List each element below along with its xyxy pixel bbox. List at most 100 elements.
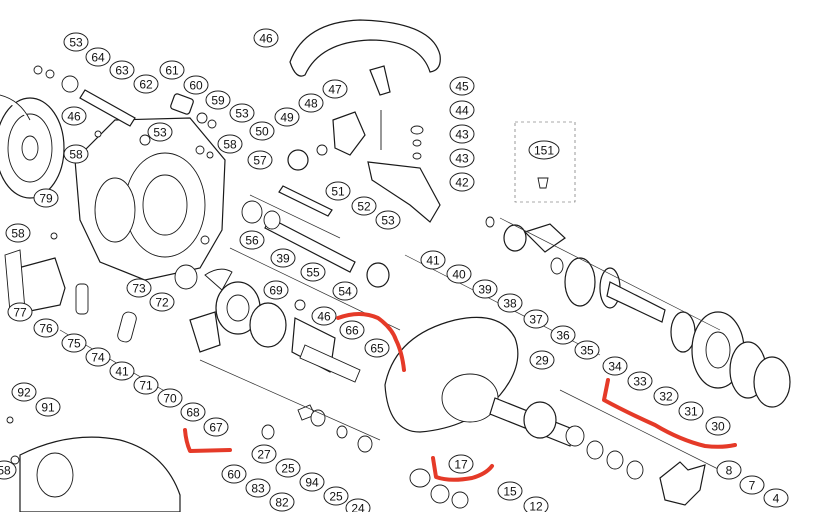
callout-bubble (253, 28, 279, 48)
callout-bubble (497, 293, 523, 313)
callout-53: 53 (229, 103, 255, 123)
callout-bubble (0, 460, 17, 480)
callout-65: 65 (364, 338, 390, 358)
callout-layer: 5364636261605953465358585779584649484750… (0, 28, 789, 512)
callout-7: 7 (739, 475, 765, 495)
callout-number: 58 (69, 148, 83, 162)
callout-46: 46 (61, 106, 87, 126)
left-cover-parts (4, 249, 137, 343)
callout-bubble (109, 361, 135, 381)
red-mark-bottom-center (431, 456, 494, 482)
callout-number: 17 (454, 458, 468, 472)
callout-bubble (763, 488, 789, 508)
callout-30: 30 (705, 416, 731, 436)
callout-bubble (497, 481, 523, 501)
callout-number: 29 (535, 354, 549, 368)
callout-bubble (351, 196, 377, 216)
callout-number: 39 (478, 283, 492, 297)
callout-46: 46 (311, 306, 337, 326)
callout-number: 27 (257, 448, 271, 462)
callout-number: 58 (223, 138, 237, 152)
callout-12: 12 (523, 496, 549, 512)
callout-bubble (85, 47, 111, 67)
callout-bubble (33, 318, 59, 338)
callout-92: 92 (11, 382, 37, 402)
callout-62: 62 (133, 74, 159, 94)
handle-star-drag (409, 461, 706, 509)
callout-number: 35 (580, 344, 594, 358)
callout-25: 25 (323, 486, 349, 506)
callout-number: 65 (370, 342, 384, 356)
callout-58: 58 (63, 144, 89, 164)
callout-number: 37 (529, 313, 543, 327)
callout-number: 53 (69, 36, 83, 50)
callout-number: 43 (455, 128, 469, 142)
callout-72: 72 (149, 292, 175, 312)
callout-number: 46 (259, 32, 273, 46)
callout-number: 53 (153, 126, 167, 140)
callout-bubble (229, 103, 255, 123)
callout-bubble (157, 388, 183, 408)
callout-number: 4 (773, 492, 780, 506)
callout-number: 51 (331, 185, 345, 199)
callout-58: 58 (0, 460, 17, 480)
callout-bubble (61, 106, 87, 126)
callout-number: 69 (269, 284, 283, 298)
callout-number: 25 (281, 462, 295, 476)
callout-bubble (221, 464, 247, 484)
callout-bubble (126, 278, 152, 298)
callout-number: 66 (345, 324, 359, 338)
callout-79: 79 (33, 188, 59, 208)
callout-number: 83 (251, 482, 265, 496)
callout-bubble (133, 74, 159, 94)
callout-bubble (149, 292, 175, 312)
small-screws (33, 65, 214, 240)
callout-61: 61 (159, 60, 185, 80)
red-mark-left-corner (183, 428, 232, 453)
callout-70: 70 (157, 388, 183, 408)
callout-41: 41 (109, 361, 135, 381)
callout-number: 8 (726, 464, 733, 478)
callout-48: 48 (298, 93, 324, 113)
callout-34: 34 (602, 356, 628, 376)
red-annotation-marks (183, 312, 737, 482)
callout-bubble (5, 223, 31, 243)
callout-151: 151 (528, 140, 560, 160)
gear-housing-29 (384, 316, 644, 480)
callout-bubble (420, 250, 446, 270)
callout-number: 71 (139, 379, 153, 393)
callout-number: 38 (503, 297, 517, 311)
callout-bubble (653, 386, 679, 406)
callout-number: 82 (275, 496, 289, 510)
callout-27: 27 (251, 444, 277, 464)
callout-number: 43 (455, 152, 469, 166)
callout-bubble (529, 350, 555, 370)
callout-number: 39 (276, 252, 290, 266)
callout-91: 91 (35, 397, 61, 417)
callout-36: 36 (550, 325, 576, 345)
callout-82: 82 (269, 492, 295, 512)
callout-number: 53 (235, 107, 249, 121)
callout-number: 45 (455, 80, 469, 94)
callout-bubble (203, 417, 229, 437)
callout-number: 34 (608, 360, 622, 374)
pawl-parts (170, 93, 217, 129)
callout-number: 91 (41, 401, 55, 415)
callout-number: 33 (633, 375, 647, 389)
callout-number: 24 (351, 502, 365, 512)
callout-74: 74 (85, 347, 111, 367)
callout-bubble (345, 498, 371, 512)
callout-35: 35 (574, 340, 600, 360)
side-plate-left (0, 94, 65, 199)
callout-number: 67 (209, 421, 223, 435)
callout-52: 52 (351, 196, 377, 216)
callout-55: 55 (300, 262, 326, 282)
callout-bubble (274, 107, 300, 127)
callout-77: 77 (7, 302, 33, 322)
callout-bubble (159, 60, 185, 80)
callout-number: 53 (381, 214, 395, 228)
top-arch-45 (289, 19, 441, 96)
callout-54: 54 (332, 281, 358, 301)
callout-bubble (275, 458, 301, 478)
